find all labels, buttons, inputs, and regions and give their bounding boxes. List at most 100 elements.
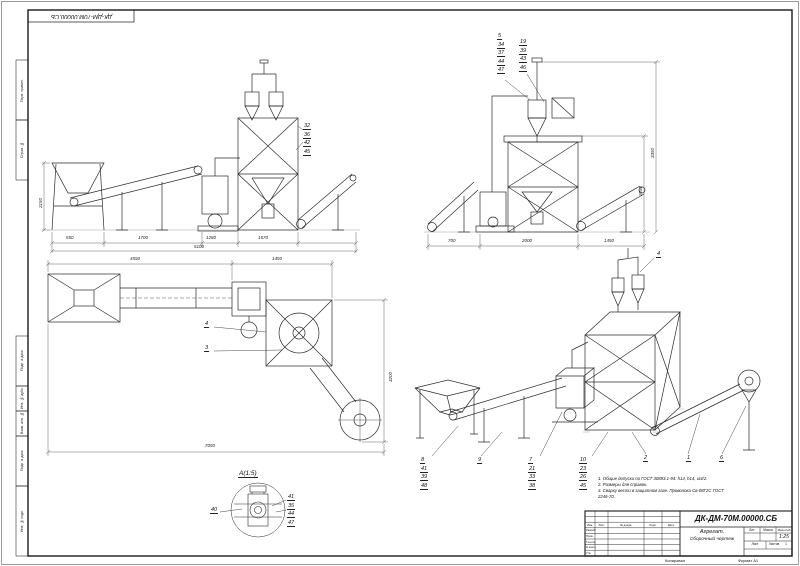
- view-front-elevation: [50, 59, 360, 232]
- callout-number: 38: [528, 482, 537, 490]
- callout-number: 44: [287, 511, 296, 519]
- callout-number: 32: [303, 123, 312, 131]
- dim-label-overall: 5100: [194, 244, 205, 249]
- top-corner-stamp: ДК-ДМ-70М.00000.СБ: [28, 10, 134, 22]
- margin-label-inv-podl: Инв. № подл.: [20, 509, 24, 533]
- drawing-frame: [27, 9, 793, 557]
- side-dimensions: [425, 59, 660, 250]
- dim-label: 2000: [522, 238, 533, 243]
- callout-number: 9: [477, 457, 483, 465]
- role-prov: Пров.: [586, 534, 594, 539]
- scale-label: Масштаб: [777, 528, 791, 532]
- dim-label: 1280: [206, 235, 217, 240]
- callout-number: 2: [643, 455, 649, 463]
- dim-label: 1450: [272, 256, 283, 261]
- callout-number: 6: [719, 455, 725, 463]
- margin-label-vzam-inv: Взам. инв. №: [20, 412, 24, 435]
- callout-number: 1: [686, 455, 692, 463]
- callout-number: 47: [287, 519, 296, 527]
- callout-number: 42: [303, 140, 312, 148]
- callout-number: 41: [287, 494, 296, 502]
- stamp-text: ДК-ДМ-70М.00000.СБ: [50, 13, 112, 19]
- col-izm: Изм.: [587, 523, 593, 528]
- callout-number: 46: [519, 64, 528, 72]
- callout-number: 45: [303, 148, 312, 156]
- dim-label: 2050: [638, 185, 643, 196]
- callout-number: 41: [420, 465, 429, 473]
- col-doc: № докум.: [619, 523, 633, 528]
- side-callout-stack-b: 19 39 43 46: [519, 39, 528, 72]
- note-line: 3. Сварку вести в защитном газе. Проволо…: [598, 488, 724, 493]
- dim-label: 3350: [650, 147, 655, 158]
- dim-label: 3200: [388, 371, 393, 382]
- margin-label-inv-dubl: Инв. № дубл.: [20, 387, 24, 410]
- callout-number: 39: [420, 474, 429, 482]
- doc-name-line2: Сборочный чертеж: [689, 537, 735, 543]
- callout-number: 10: [579, 457, 588, 465]
- note-line: 2246-70.: [598, 494, 615, 499]
- callout-number: 45: [579, 482, 588, 490]
- margin-label-sprav-no: Справ. №: [20, 141, 24, 159]
- col-list: Лист: [598, 523, 605, 528]
- title-block-grid: [584, 510, 793, 557]
- margin-label-perv-primen: Перв. примен.: [20, 78, 24, 102]
- view-plan: [47, 273, 382, 442]
- callout-number: 5: [497, 33, 503, 41]
- margin-label-podp-data-1: Подп. и дата: [20, 350, 24, 372]
- sheets-value: 1: [785, 542, 787, 547]
- callout-number: 4: [204, 321, 210, 329]
- scale-value: 1:25: [779, 534, 789, 540]
- dim-label: 1450: [604, 238, 615, 243]
- role-utv: Утв.: [586, 551, 592, 556]
- dim-label: 550: [66, 235, 74, 240]
- title-designation: ДК-ДМ-70М.00000.СБ: [694, 514, 778, 523]
- dim-label-overall: 7050: [205, 443, 216, 448]
- col-data: Дата: [667, 523, 675, 528]
- callout-number: 34: [497, 41, 506, 49]
- margin-label-podp-data-2: Подп. и дата: [20, 450, 24, 472]
- front-callout-stack: 32 36 42 45: [303, 123, 312, 156]
- sheets-label: Листов: [768, 542, 780, 547]
- side-callout-stack-a: 5 34 37 44 47: [497, 33, 506, 75]
- callout-number: 39: [519, 47, 528, 55]
- callout-number: 43: [519, 56, 528, 64]
- leader-lines: [213, 73, 747, 513]
- iso-callout-stack-3: 10 23 26 45: [579, 457, 588, 490]
- detail-callout-stack: 41 35 44 47: [287, 494, 296, 527]
- callout-number: 47: [497, 67, 506, 75]
- note-line: 2. Размеры для справок.: [598, 482, 648, 487]
- role-nkontr: Н.контр.: [586, 545, 597, 550]
- callout-number: 35: [287, 502, 296, 510]
- copied-label: Копировал: [664, 558, 686, 563]
- dim-label: 4550: [130, 256, 141, 261]
- stamp-box: [27, 9, 135, 23]
- doc-name-line1: Агрегат.: [699, 528, 725, 535]
- callout-number: 3: [204, 345, 210, 353]
- plan-dimensions: [45, 260, 388, 456]
- callout-number: 44: [497, 58, 506, 66]
- front-dimensions: [41, 160, 359, 254]
- iso-callout-stack-1: 8 41 39 48: [420, 457, 429, 490]
- detail-view-title: А(1:5): [238, 470, 258, 479]
- callout-number: 8: [420, 457, 426, 465]
- dim-label: 700: [448, 238, 456, 243]
- col-podp: Подп.: [649, 523, 657, 528]
- callout-number: 7: [528, 457, 534, 465]
- role-razrab: Разраб.: [586, 528, 597, 533]
- dim-label: 1570: [258, 235, 269, 240]
- iso-callout-stack-2: 7 21 33 38: [528, 457, 537, 490]
- callout-number: 19: [519, 39, 528, 47]
- view-isometric: [414, 248, 761, 451]
- role-tkontr: Т.контр.: [586, 540, 597, 545]
- mass-label: Масса: [763, 527, 773, 532]
- callout-number: 37: [497, 50, 506, 58]
- callout-number: 33: [528, 474, 537, 482]
- callout-number: 36: [303, 131, 312, 139]
- view-side-elevation: [424, 57, 650, 233]
- sheet-label: Лист: [751, 542, 759, 547]
- callout-number: 4: [656, 251, 662, 259]
- lit-label: Лит.: [749, 527, 755, 532]
